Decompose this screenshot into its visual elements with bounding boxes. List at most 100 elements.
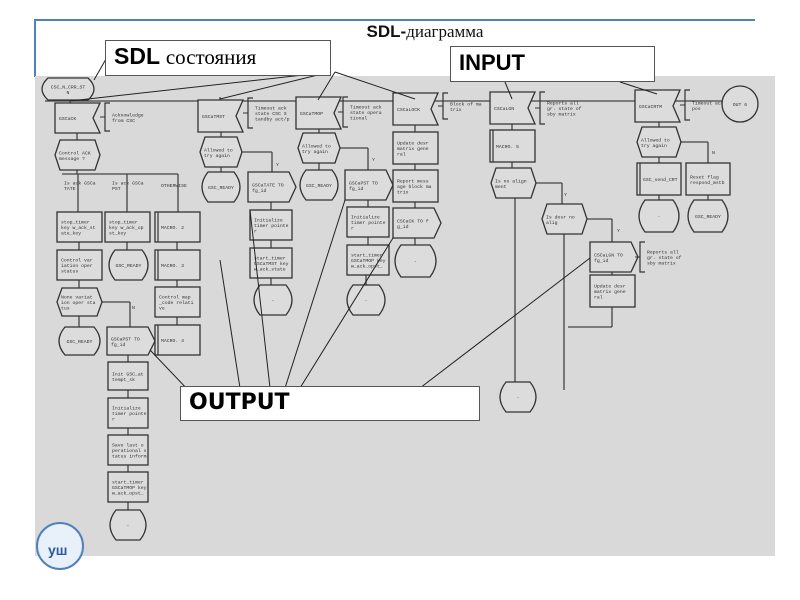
node-label: GSCaTMOP key [351,258,386,264]
callout-pointer [317,71,336,101]
node-label: Is no align [495,178,527,184]
node-label: OTHERWISE [161,183,187,189]
callout-pointer [149,349,191,393]
sdl-macro-node: MACRO. 3 [154,249,201,281]
node-label: try again [641,143,667,149]
node-label: respond_mstb [690,180,725,186]
sdl-label-node: Y [276,162,279,168]
node-label: from CSC [112,118,135,124]
node-label: state CSC S [255,111,287,117]
node-label: MACRO. 4 [161,338,184,344]
output-shape [392,207,442,239]
node-label: trix [397,190,409,196]
node-label: message ? [59,156,85,162]
sdl-state-node: GSC_READY [687,199,729,233]
callout-pointer [284,199,346,389]
sdl-state-node: GSC_READY [299,169,339,201]
macro-shape [636,162,682,196]
state-shape [499,381,537,413]
node-label: Init GSC_at [112,371,144,377]
task-shape [107,397,149,429]
node-label: Initialize [254,218,283,224]
node-label: r [112,418,115,423]
input-shape [634,89,681,123]
callout-pointers [69,51,658,393]
state-shape [394,244,437,278]
decision-shape [199,136,243,168]
input-shape [392,92,439,126]
state-shape [687,199,729,233]
node-label: Timeout ack [350,105,382,111]
decision-shape [54,139,101,171]
sdl-label-node: Y [617,228,620,234]
sdl-circle-node: OUT 6 [721,85,759,123]
node-label: CSCaLGN [494,106,514,112]
state-shape [253,284,293,316]
sdl-state-node: - [346,284,386,316]
node-label: tempt_sk [112,377,135,383]
node-label: - [517,396,520,401]
callout-pointer [419,257,591,389]
node-label: N [712,150,715,156]
task-shape [249,209,293,241]
callout-pointer [219,71,331,100]
sdl-macro-node: MACRO. 5 [489,129,536,163]
connector-circle [721,85,759,123]
output-shape [247,171,297,203]
node-label: Acknowledge [112,112,144,118]
sdl-input-node: CSCaLGN [489,91,536,125]
node-label: N [132,305,135,311]
node-label: CSCaLGN TO [594,252,623,258]
logo-text: уш [48,542,68,558]
node-label: Reports all [547,101,579,107]
node-label: CSC_N_CRR_ST [51,84,86,90]
node-label: OUT 6 [733,102,748,108]
node-label: Allowed to [204,147,233,153]
sdl-input-node: GSCaTMST [197,99,244,133]
node-label: ion oper sta [61,300,96,306]
title-rest: диаграмма [406,22,484,41]
node-label: _code relati [158,300,194,306]
node-label: MACRO. 2 [161,225,184,231]
node-label: GSCaCK [59,116,76,122]
node-label: trix [450,107,462,113]
task-shape [56,249,103,281]
node-label: Reset flag [690,174,719,180]
node-label: GSCaPST TO [349,180,378,186]
callout-states-bold: SDL [114,43,160,69]
node-label: Update desr [397,141,429,147]
node-label: Y [276,162,279,168]
callout-pointer [249,209,271,389]
node-label: fg_id [252,188,267,194]
node-label: ve [159,307,165,312]
sdl-label-node: Y [372,157,375,163]
header-left-rule [34,19,36,77]
node-label: ment [495,184,507,190]
task-shape [107,434,149,466]
decision-shape [297,132,341,164]
node-label: - [272,299,275,304]
node-label: Timeout ack [255,106,287,112]
state-shape [41,77,95,101]
node-label: perational s [112,448,147,454]
state-shape [346,284,386,316]
sdl-input-node: CSCaLOCK [392,92,439,126]
macro-shape [154,249,201,281]
node-label: Is ack GSCa [112,180,144,186]
